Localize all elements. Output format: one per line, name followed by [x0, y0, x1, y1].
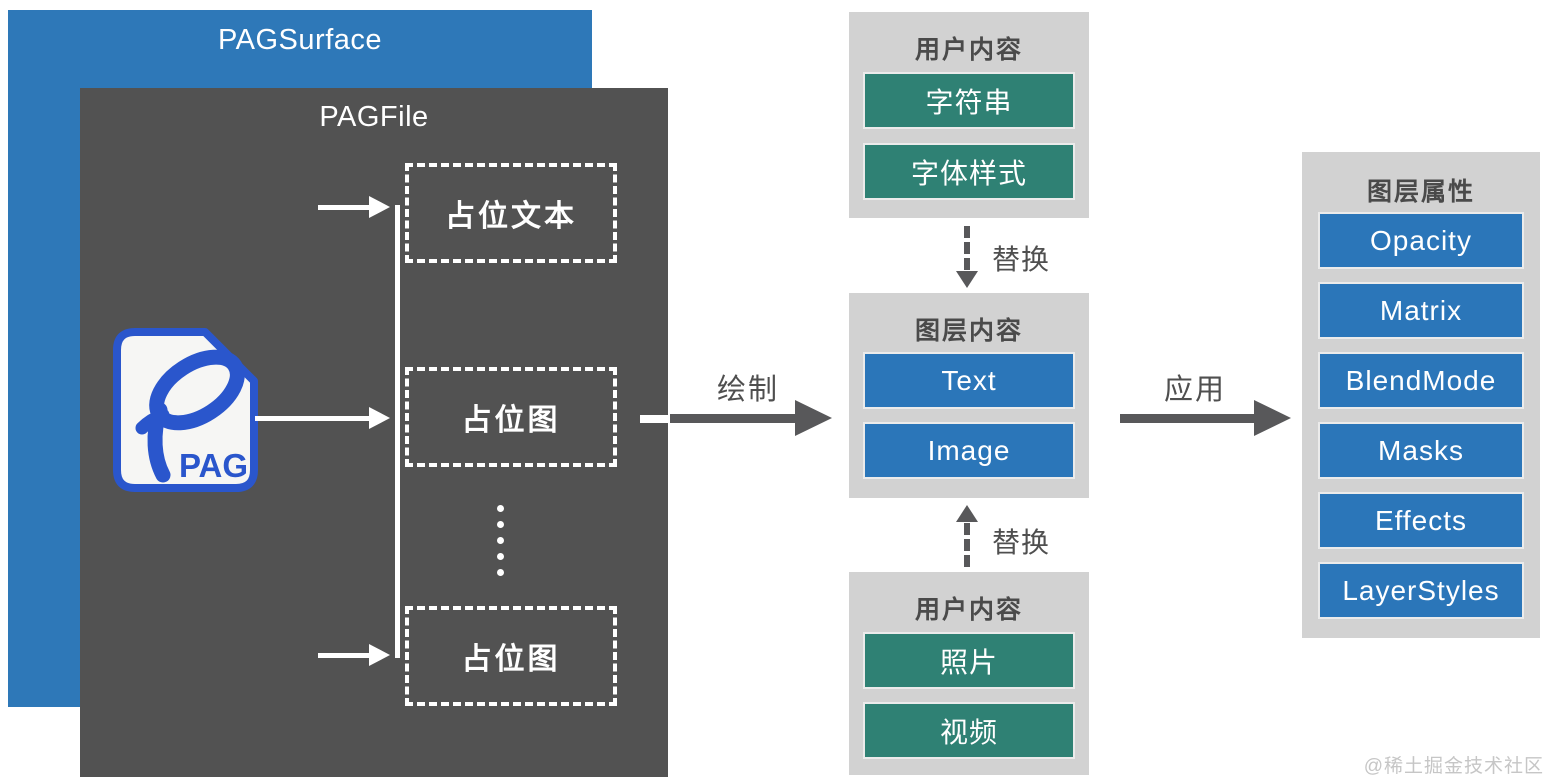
- branch-trunk-line: [395, 205, 400, 658]
- replace-top-dashed-line: [964, 226, 970, 270]
- font-style-chip: 字体样式: [863, 143, 1075, 200]
- blendmode-chip-label: BlendMode: [1345, 364, 1497, 396]
- photo-chip: 照片: [863, 632, 1075, 689]
- masks-chip: Masks: [1318, 422, 1524, 479]
- pag-icon-label: PAG: [179, 447, 248, 484]
- apply-arrowhead: [1254, 400, 1291, 436]
- pag-logo-rho: [135, 349, 245, 483]
- draw-arrow-line: [670, 414, 796, 423]
- masks-chip-label: Masks: [1378, 434, 1464, 466]
- placeholder-text-label: 占位文本: [445, 200, 577, 233]
- branch-bottom-arrowhead: [369, 644, 390, 666]
- image-chip-label: Image: [927, 434, 1011, 466]
- branch-top-line: [318, 205, 371, 210]
- pagfile-title: PAGFile: [319, 101, 429, 133]
- draw-arrow-white-stub: [640, 415, 670, 423]
- pagsurface-title: PAGSurface: [217, 24, 383, 56]
- replace-bottom-dashed-line: [964, 523, 970, 567]
- effects-chip: Effects: [1318, 492, 1524, 549]
- matrix-chip: Matrix: [1318, 282, 1524, 339]
- opacity-chip-label: Opacity: [1370, 224, 1472, 256]
- draw-arrowhead: [795, 400, 832, 436]
- placeholder-image-label-1: 占位图: [461, 404, 561, 437]
- placeholder-image-label-2: 占位图: [461, 643, 561, 676]
- layerstyles-chip: LayerStyles: [1318, 562, 1524, 619]
- photo-chip-label: 照片: [939, 646, 998, 678]
- string-chip: 字符串: [863, 72, 1075, 129]
- layerstyles-chip-label: LayerStyles: [1342, 574, 1500, 606]
- pagfile-box: PAGFile PAG 占位文本 占位图 占位图: [80, 88, 668, 777]
- apply-arrow-line: [1120, 414, 1255, 423]
- text-chip: Text: [863, 352, 1075, 409]
- user-content-bottom-title: 用户内容: [914, 596, 1023, 624]
- replace-top-arrowhead: [956, 271, 978, 288]
- branch-middle-line: [255, 416, 371, 421]
- replace-top-label: 替换: [992, 244, 1051, 275]
- user-content-top-title: 用户内容: [914, 36, 1023, 64]
- apply-arrow-label: 应用: [1163, 374, 1226, 406]
- opacity-chip: Opacity: [1318, 212, 1524, 269]
- placeholder-image-box-2: 占位图: [405, 606, 617, 706]
- branch-top-arrowhead: [369, 196, 390, 218]
- pag-file-icon: PAG: [113, 328, 258, 492]
- font-style-chip-label: 字体样式: [910, 157, 1027, 189]
- string-chip-label: 字符串: [925, 86, 1013, 118]
- layer-properties-panel: 图层属性 Opacity Matrix BlendMode Masks Effe…: [1302, 152, 1540, 638]
- replace-bottom-label: 替换: [992, 527, 1051, 558]
- draw-arrow-label: 绘制: [716, 374, 779, 406]
- user-content-bottom-panel: 用户内容 照片 视频: [849, 572, 1089, 775]
- layer-content-title: 图层内容: [914, 317, 1023, 345]
- text-chip-label: Text: [941, 364, 997, 396]
- placeholder-text-box: 占位文本: [405, 163, 617, 263]
- watermark: @稀土掘金技术社区: [1363, 756, 1544, 777]
- effects-chip-label: Effects: [1374, 504, 1468, 536]
- video-chip-label: 视频: [939, 716, 998, 748]
- branch-middle-arrowhead: [369, 407, 390, 429]
- replace-bottom-arrowhead: [956, 505, 978, 522]
- placeholder-image-box-1: 占位图: [405, 367, 617, 467]
- matrix-chip-label: Matrix: [1379, 294, 1463, 326]
- branch-bottom-line: [318, 653, 371, 658]
- user-content-top-panel: 用户内容 字符串 字体样式: [849, 12, 1089, 218]
- ellipsis-dots: [497, 505, 504, 576]
- video-chip: 视频: [863, 702, 1075, 759]
- layer-properties-title: 图层属性: [1366, 178, 1475, 206]
- layer-content-panel: 图层内容 Text Image: [849, 293, 1089, 498]
- image-chip: Image: [863, 422, 1075, 479]
- blendmode-chip: BlendMode: [1318, 352, 1524, 409]
